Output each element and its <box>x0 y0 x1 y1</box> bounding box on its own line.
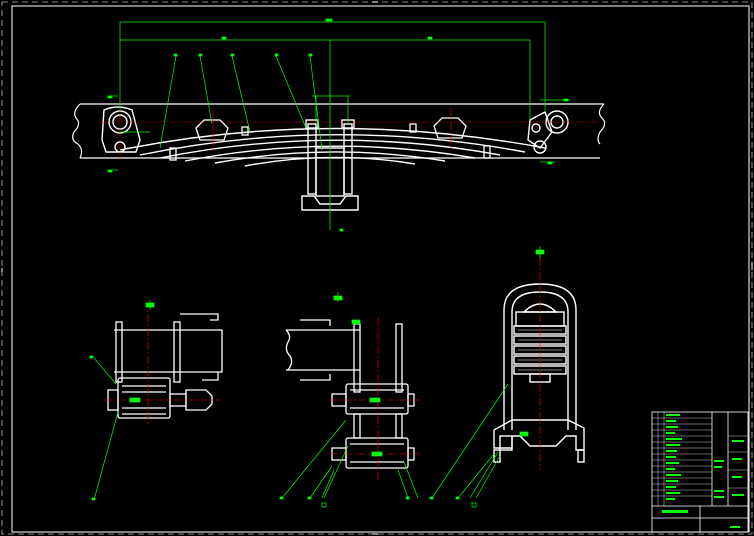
title-block <box>651 411 749 533</box>
front-bracket <box>101 106 141 153</box>
spring-clips <box>169 117 491 161</box>
dimension-lines-top <box>107 18 570 232</box>
spring-leaves <box>119 127 546 167</box>
leaf-spring-front-elevation <box>72 18 606 232</box>
frame-rail <box>72 103 606 159</box>
spring-bracket-side-view <box>89 300 223 501</box>
centerlines-top <box>100 90 600 222</box>
axle-clamp-section-view <box>429 246 585 508</box>
shackle-side-view <box>279 292 420 508</box>
rear-shackle <box>527 110 569 154</box>
